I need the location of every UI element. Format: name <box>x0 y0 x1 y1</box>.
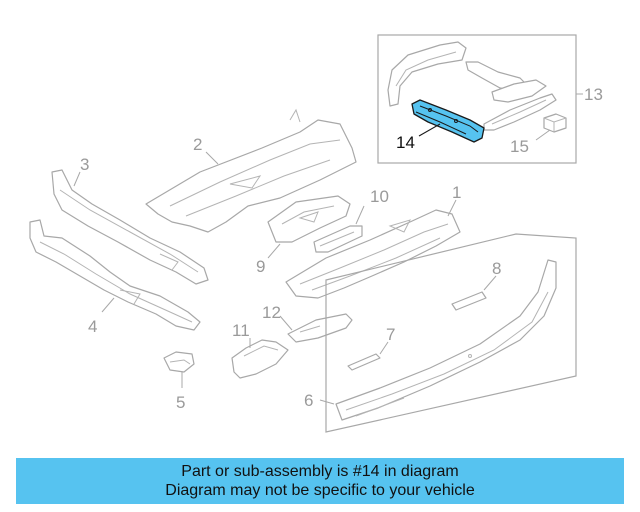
callout-2: 2 <box>193 135 202 154</box>
callout-15: 15 <box>510 137 529 156</box>
callout-9: 9 <box>256 257 265 276</box>
callout-10: 10 <box>370 187 389 206</box>
part-6-box <box>325 233 577 433</box>
part-7[interactable] <box>347 353 381 371</box>
callout-1: 1 <box>452 183 461 202</box>
part-6[interactable] <box>335 259 557 421</box>
banner-line-1: Part or sub-assembly is #14 in diagram <box>181 463 459 480</box>
callout-14: 14 <box>396 133 415 152</box>
callout-4: 4 <box>88 317 97 336</box>
part-13-assembly[interactable] <box>387 41 557 131</box>
callout-11: 11 <box>232 321 250 340</box>
banner-line-2: Diagram may not be specific to your vehi… <box>165 482 475 499</box>
callout-6: 6 <box>304 391 313 410</box>
callout-12: 12 <box>262 303 281 322</box>
part-9[interactable] <box>267 195 351 243</box>
callout-5: 5 <box>176 393 185 412</box>
callout-7: 7 <box>386 325 395 344</box>
callout-8: 8 <box>492 259 501 278</box>
part-8[interactable] <box>451 291 487 311</box>
inset-box-13 <box>377 34 577 164</box>
parts-diagram: 13 14 15 2 3 4 5 9 <box>29 34 603 433</box>
part-4[interactable] <box>29 219 201 331</box>
part-11[interactable] <box>231 339 289 379</box>
part-10[interactable] <box>313 225 363 253</box>
part-3[interactable] <box>51 169 209 285</box>
part-15[interactable] <box>543 113 567 133</box>
part-1[interactable] <box>285 209 461 299</box>
part-5[interactable] <box>163 351 195 373</box>
part-14-highlighted[interactable] <box>411 99 485 143</box>
callout-13: 13 <box>584 85 603 104</box>
info-banner: Part or sub-assembly is #14 in diagram D… <box>16 458 624 504</box>
callout-3: 3 <box>80 155 89 174</box>
part-12[interactable] <box>287 313 353 343</box>
part-2[interactable] <box>145 108 357 233</box>
